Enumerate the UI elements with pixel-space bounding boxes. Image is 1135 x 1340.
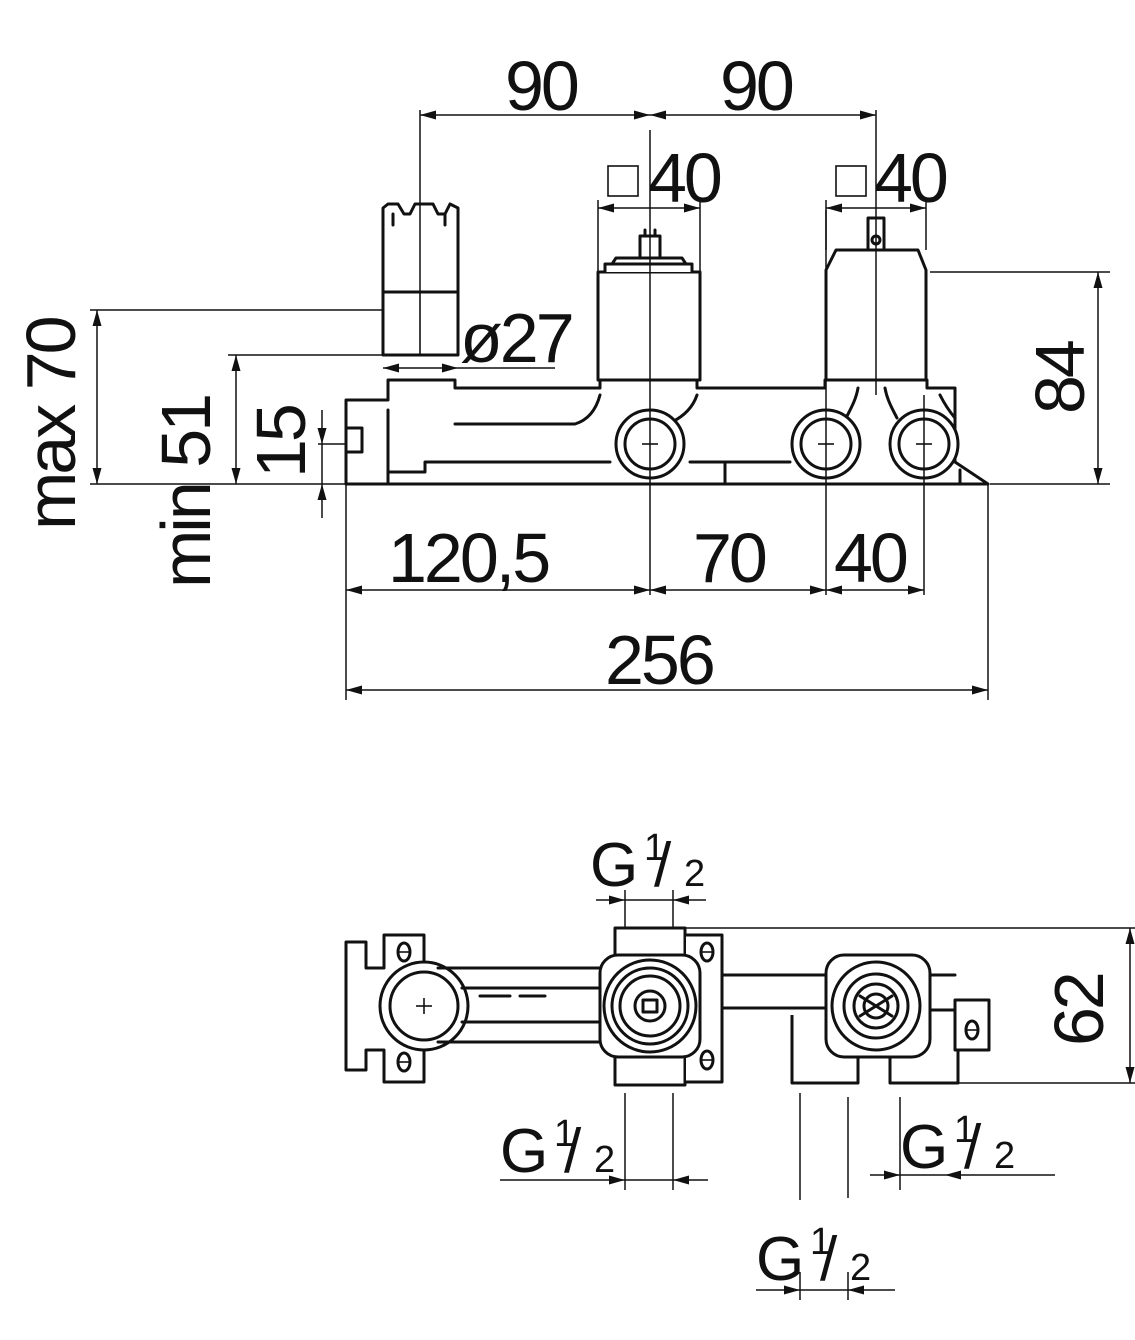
dim-min-51 bbox=[228, 354, 383, 484]
dim-thread-bottom bbox=[756, 1093, 895, 1300]
square-right-label: 40 bbox=[874, 139, 947, 217]
square-symbol-icon bbox=[835, 165, 867, 197]
thread-left-num: 1 bbox=[554, 1113, 575, 1155]
spacing-left-label: 120,5 bbox=[388, 519, 548, 597]
square-symbol-icon bbox=[607, 165, 639, 197]
thread-right-den: 2 bbox=[994, 1135, 1015, 1177]
height-84-label: 84 bbox=[1021, 341, 1099, 414]
square-left-label: 40 bbox=[648, 139, 721, 217]
dim-height-84 bbox=[930, 271, 1110, 485]
thread-left-slash: / bbox=[564, 1117, 582, 1186]
dim-bottom-spacings bbox=[346, 585, 924, 595]
spacing-mid-label: 70 bbox=[693, 519, 766, 597]
dim-top-right-label: 90 bbox=[720, 47, 793, 125]
overall-width-label: 256 bbox=[605, 621, 713, 699]
thread-top-num: 1 bbox=[644, 827, 665, 869]
top-left-flange bbox=[344, 933, 470, 1084]
thread-bottom-slash: / bbox=[820, 1225, 838, 1294]
thread-right-num: 1 bbox=[954, 1109, 975, 1151]
dim-square-widths bbox=[598, 203, 926, 213]
dim-diameter bbox=[383, 363, 555, 373]
thread-left-den: 2 bbox=[594, 1139, 615, 1181]
min-depth-label: min 51 bbox=[147, 396, 225, 588]
thread-top-den: 2 bbox=[684, 853, 705, 895]
dim-max-70 bbox=[90, 309, 383, 485]
dim-thread-left bbox=[500, 1093, 708, 1190]
dim-thread-top bbox=[596, 890, 706, 928]
depth-62-label: 62 bbox=[1040, 974, 1118, 1046]
thread-top-letter: G bbox=[590, 831, 635, 900]
max-depth-label: max 70 bbox=[12, 317, 90, 530]
dim-overall-width bbox=[346, 685, 988, 695]
left-cartridge bbox=[596, 228, 702, 382]
thread-bottom-num: 1 bbox=[810, 1221, 831, 1263]
front-view: 90 90 40 40 ø27 84 bbox=[12, 47, 1110, 700]
thread-bottom-letter: G bbox=[756, 1225, 801, 1294]
dim-thread-right bbox=[847, 1097, 1055, 1198]
top-view: G 1 / 2 62 G 1 / 2 bbox=[344, 827, 1135, 1300]
diameter-label: ø27 bbox=[460, 299, 572, 377]
offset-label: 15 bbox=[242, 406, 320, 478]
dim-top-left-label: 90 bbox=[505, 47, 578, 125]
dim-top-90-90 bbox=[420, 110, 876, 120]
thread-bottom-den: 2 bbox=[850, 1247, 871, 1289]
thread-left-letter: G bbox=[500, 1117, 545, 1186]
dim-depth-62 bbox=[685, 927, 1135, 1084]
top-right-valve bbox=[790, 953, 991, 1085]
spacing-right-label: 40 bbox=[834, 519, 907, 597]
thread-right-slash: / bbox=[964, 1113, 982, 1182]
top-left-valve bbox=[598, 926, 724, 1087]
thread-top-slash: / bbox=[654, 831, 672, 900]
thread-right-letter: G bbox=[900, 1113, 945, 1182]
dim-offset-15 bbox=[317, 410, 346, 518]
